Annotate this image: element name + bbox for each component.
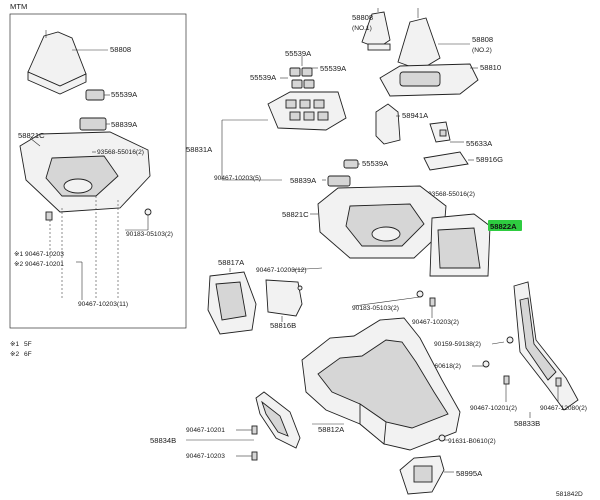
label-58817A: 58817A [218,258,245,267]
label-90467-10203-12: 90467-10203(12) [256,267,307,274]
label-58833B: 58833B [514,419,540,428]
bracket-58995A [399,455,445,495]
inset-frame [9,13,187,329]
label-90183-left: 90183-05103(2) [126,231,173,238]
shift-boot-no1 [361,8,391,51]
label-58816B: 58816B [270,321,296,330]
inset-note-2-text: 6F [24,351,32,358]
inset-note-1: ※1 [10,341,20,348]
label-58808-no1: 58808 [352,13,373,22]
label-58916G: 58916G [476,155,503,164]
inset-title: MTM [10,2,27,11]
clip-90467-10203-2 [429,297,436,307]
clip-90467-10201 [251,425,258,435]
bracket-58816B [265,279,303,317]
highlight-58822A [488,220,522,231]
label-58941A: 58941A [402,111,429,120]
inset-note-2: ※2 [10,351,20,358]
inset-note-1-text: 5F [24,341,32,348]
clip-90467-10201-2 [503,375,510,385]
label-90467-10203-5: 90467-10203(5) [214,175,261,182]
label-90467-10201-2: 90467-10201(2) [470,405,517,412]
console-body-58812A [301,317,461,451]
label-58808-left: 58808 [110,45,131,54]
label-90467-10203-m1: ※1 90467-10203 [14,251,64,258]
screw-90159 [506,336,514,344]
side-panel-58822A [429,213,491,277]
bezel-58839A [327,175,351,187]
label-55539A-b: 55539A [320,64,347,73]
mat-58916G [423,151,469,171]
label-90467-10203-bottom: 90467-10203 [186,453,225,460]
shift-boot-inset [27,30,108,95]
label-55539A-c: 55539A [250,73,277,82]
bracket-55633A [429,121,451,143]
label-58821C-right: 58821C [282,210,309,219]
switch-55539A-inset [85,89,105,101]
knob-58941A [375,103,401,145]
footer-code: 581842D [556,491,583,498]
trim-58833B [513,281,579,411]
clip-90467-12080-2 [555,377,562,387]
label-91635: 91635-60618(2) [414,363,461,370]
label-93568-right: 93568-55016(2) [428,191,475,198]
console-58821C-inset [19,131,151,213]
console-58821C [317,185,447,259]
switch-55539A-center [343,159,359,169]
label-55539A-d: 55539A [362,159,389,168]
label-90159: 90159-59138(2) [434,341,481,348]
label-90183-right: 90183-05103(2) [352,305,399,312]
label-58810: 58810 [480,63,501,72]
screw-inset [144,208,152,216]
label-90467-10201-m2: ※2 90467-10201 [14,261,64,268]
switches-55539A [280,56,318,89]
trim-58834B [255,391,301,449]
label-55539A-a: 55539A [285,49,312,58]
bolt-91635 [482,360,490,368]
pocket-58817A [207,271,257,335]
label-93568-left: 93568-55016(2) [97,149,144,156]
screw-90183-right [416,290,424,298]
label-58995A: 58995A [456,469,483,478]
label-55539A-left: 55539A [111,90,138,99]
label-55633A: 55633A [466,139,493,148]
label-90467-10201: 90467-10201 [186,427,225,434]
label-58834B: 58834B [150,436,176,445]
label-90467-10203-2: 90467-10203(2) [412,319,459,326]
label-58808-no1-note: (NO.1) [352,25,372,32]
label-58839A-left: 58839A [111,120,138,129]
bezel-58839A-inset [79,117,107,131]
label-58831A: 58831A [186,145,213,154]
mtm-inset: MTM 58808 55539A 58839A 58821C 93568-550… [9,2,187,329]
label-58822A: 58822A [490,222,517,231]
label-58808-no2: 58808 [472,35,493,44]
label-91631: 91631-B0610(2) [448,438,496,445]
switch-bezel-58831A [267,91,347,131]
shift-panel-58810 [379,63,479,97]
label-58812A: 58812A [318,425,345,434]
label-58821C-left: 58821C [18,131,45,140]
bolt-91631 [438,434,446,442]
shift-boot-no2 [397,8,441,71]
label-58839A-right: 58839A [290,176,317,185]
label-90467-10203-11: 90467-10203(11) [78,301,128,308]
label-58808-no2-note: (NO.2) [472,47,492,54]
clip-inset [45,211,53,221]
clip-90467-10203 [251,451,258,461]
label-90467-12080-2: 90467-12080(2) [540,405,587,412]
